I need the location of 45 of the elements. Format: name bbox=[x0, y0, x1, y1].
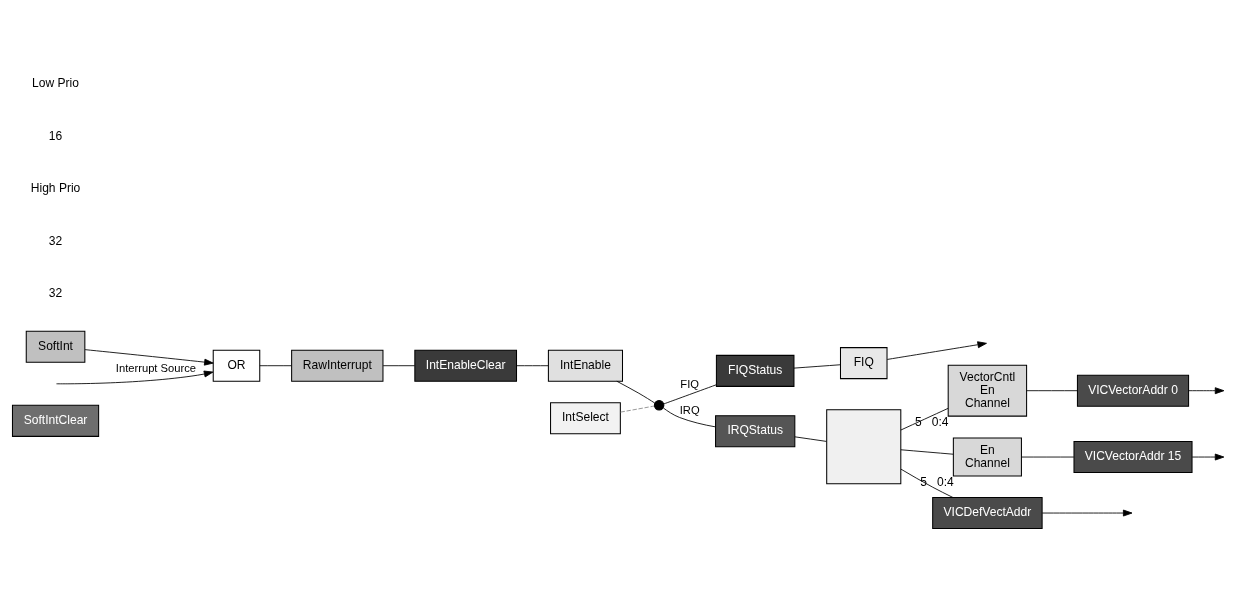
arrow bbox=[886, 340, 987, 360]
node-box: IntEnable bbox=[547, 349, 623, 382]
node-box: IRQStatus bbox=[715, 414, 796, 447]
edge-label: FIQ bbox=[680, 377, 700, 390]
connector bbox=[259, 364, 292, 366]
edge-label: IRQ bbox=[679, 403, 700, 416]
connector bbox=[662, 407, 716, 427]
node-box: RawInterrupt bbox=[291, 349, 384, 382]
connector bbox=[382, 364, 416, 366]
connector bbox=[616, 380, 656, 403]
node-box: En Channel bbox=[952, 437, 1022, 476]
arrow bbox=[84, 348, 214, 366]
connector bbox=[620, 405, 655, 413]
label: 32 bbox=[48, 285, 63, 300]
node-box: SoftInt bbox=[25, 330, 86, 363]
connector bbox=[516, 364, 549, 366]
arrow bbox=[1191, 453, 1225, 460]
connector bbox=[793, 363, 841, 369]
label: Low Prio bbox=[32, 75, 79, 90]
connector bbox=[1021, 456, 1075, 457]
node-box: IntSelect bbox=[550, 401, 621, 434]
arrow bbox=[56, 370, 214, 384]
arrow bbox=[1041, 509, 1133, 516]
node-box bbox=[826, 408, 902, 484]
label: 32 bbox=[48, 233, 63, 248]
connector bbox=[1026, 389, 1078, 391]
connector bbox=[900, 407, 949, 430]
node-box: IntEnableClear bbox=[414, 349, 518, 382]
node-box: VICVectorAddr 0 bbox=[1076, 374, 1190, 407]
connector bbox=[663, 383, 717, 404]
arrow bbox=[1188, 386, 1225, 394]
connector bbox=[900, 468, 954, 498]
node-box: FIQStatus bbox=[715, 354, 795, 387]
node-circle bbox=[653, 399, 665, 411]
node-box: SoftIntClear bbox=[11, 404, 100, 437]
node-box: VICVectorAddr 15 bbox=[1073, 440, 1193, 473]
connector bbox=[794, 435, 827, 442]
label: 16 bbox=[48, 128, 63, 143]
node-box: VICDefVectAddr bbox=[932, 496, 1043, 529]
label: High Prio bbox=[30, 180, 81, 195]
connector bbox=[900, 448, 954, 455]
node-box: FIQ bbox=[839, 346, 888, 379]
node-box: VectorCntl En Channel bbox=[947, 364, 1028, 417]
edge-label: Interrupt Source bbox=[115, 361, 197, 374]
node-box: OR bbox=[212, 349, 261, 382]
